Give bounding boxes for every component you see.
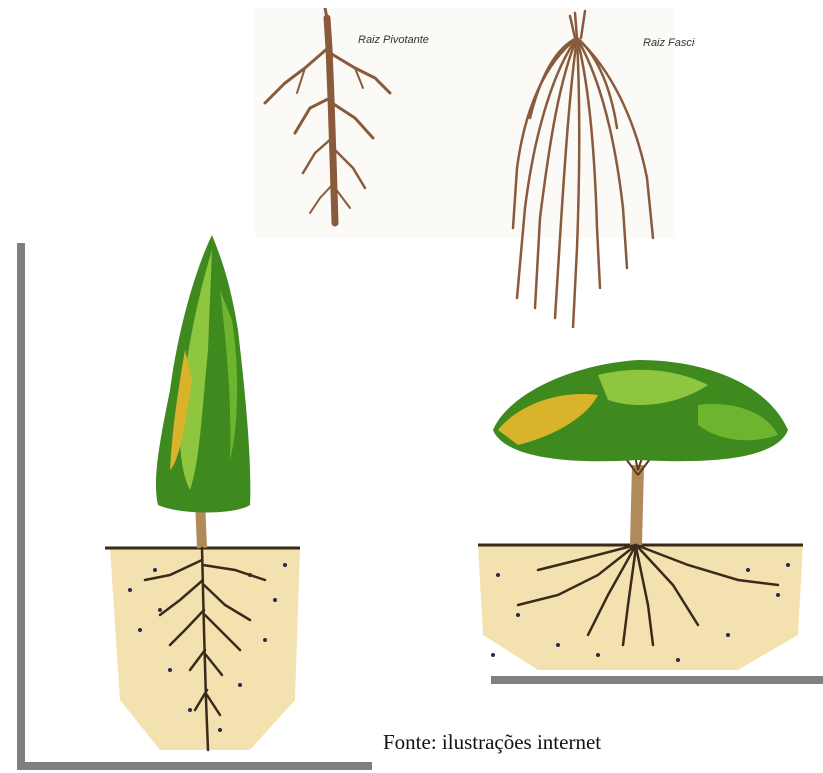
taproot-label: Raiz Pivotante (358, 34, 429, 46)
left-frame-bar-horizontal (17, 762, 372, 770)
right-frame-bar-horizontal (491, 676, 823, 684)
root-types-illustration: Raiz Pivotante Raiz Fasciculada (255, 8, 695, 328)
fibrous-root-label: Raiz Fasciculada (643, 37, 695, 49)
conifer-tree-illustration (100, 230, 310, 760)
source-caption: Fonte: ilustrações internet (383, 730, 601, 755)
broad-tree-illustration (478, 355, 823, 675)
left-frame-bar-vertical (17, 243, 25, 770)
